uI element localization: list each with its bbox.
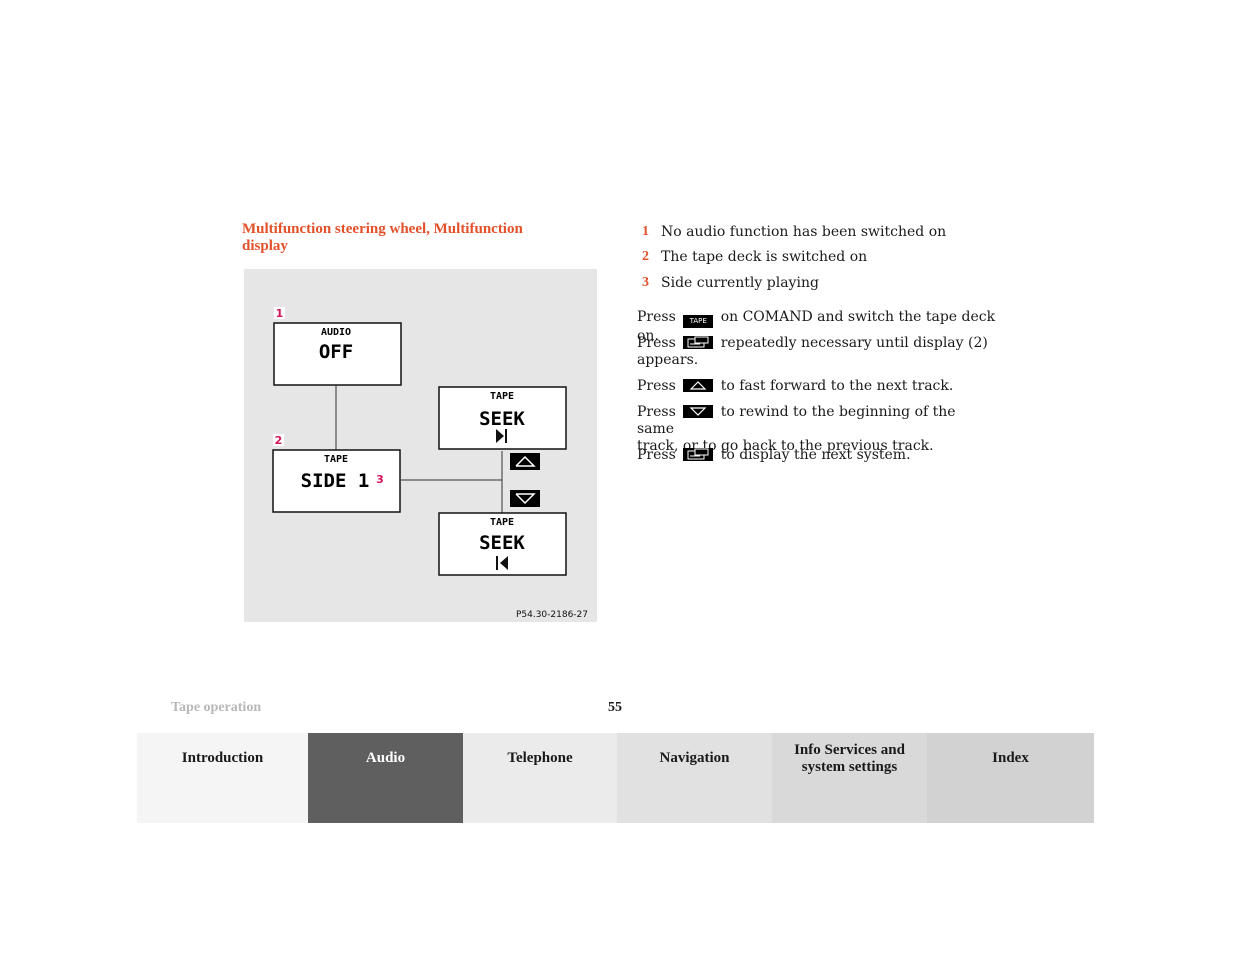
arrow-down-icon <box>515 493 536 505</box>
skip-forward-icon <box>496 429 507 443</box>
arrow-up-key <box>510 453 540 470</box>
display-title: AUDIO <box>321 327 351 338</box>
display-system-key <box>683 336 714 349</box>
instruction-text: repeatedly necessary until display (2) <box>720 335 988 351</box>
legend-number: 2 <box>642 249 649 264</box>
tab-label: Index <box>992 750 1029 766</box>
callout-2: 2 <box>275 434 283 447</box>
display-system-icon <box>687 336 709 348</box>
display-value: SEEK <box>479 408 525 430</box>
legend-text: The tape deck is switched on <box>661 249 868 265</box>
callout-3: 3 <box>376 473 384 486</box>
instruction-text: Press <box>637 378 676 394</box>
display-value: SIDE 1 <box>301 470 370 492</box>
display-tape-side: TAPE SIDE 1 3 <box>272 449 401 513</box>
display-tape-seek-rewind: TAPE SEEK <box>438 512 567 576</box>
figure-ref-code: P54.30-2186-27 <box>516 610 588 620</box>
tab-label: Navigation <box>659 750 730 766</box>
tab-navigation[interactable]: Navigation <box>617 733 772 823</box>
instruction-text: to rewind to the beginning of the same <box>637 404 956 437</box>
display-audio-off: AUDIO OFF <box>273 322 402 386</box>
instruction-text: to fast forward to the next track. <box>720 378 954 394</box>
callout-1: 1 <box>276 307 284 320</box>
instruction-tape: Press TAPE on COMAND and switch the tape… <box>637 309 997 345</box>
legend-text: Side currently playing <box>661 275 819 291</box>
tab-index[interactable]: Index <box>927 733 1094 823</box>
display-title: TAPE <box>490 391 514 402</box>
instruction-text: to display the next system. <box>720 447 911 463</box>
display-value: OFF <box>319 341 353 363</box>
tab-label: Audio <box>365 750 406 766</box>
legend-text: No audio function has been switched on <box>661 224 947 240</box>
section-heading: Multifunction steering wheel, Multifunct… <box>242 221 523 254</box>
tab-label: system settings <box>801 759 898 775</box>
skip-back-icon <box>496 556 508 570</box>
instruction-text: Press <box>637 404 676 420</box>
arrow-up-icon <box>689 381 707 390</box>
callout-1-bg <box>274 307 285 319</box>
instruction-text: Press <box>637 447 676 463</box>
instruction-next-system: Press to display the next system. <box>637 447 997 464</box>
footer-section-title: Tape operation <box>171 700 262 715</box>
display-diagram: 1 AUDIO OFF 2 TAPE SIDE 1 3 TAPE SEEK <box>244 269 597 622</box>
instruction-forward: Press to fast forward to the next track. <box>637 378 997 395</box>
instruction-text: Press <box>637 309 676 325</box>
tab-label: Introduction <box>181 750 264 766</box>
instruction-text: Press <box>637 335 676 351</box>
tab-telephone[interactable]: Telephone <box>463 733 617 823</box>
tab-introduction[interactable]: Introduction <box>137 733 308 823</box>
display-value: SEEK <box>479 532 525 554</box>
display-system-key <box>683 448 714 461</box>
page-number: 55 <box>608 700 622 715</box>
arrow-down-icon <box>689 407 707 416</box>
tab-info-services[interactable]: Info Services and system settings <box>772 733 927 823</box>
display-title: TAPE <box>324 454 348 465</box>
tab-label: Info Services and <box>794 742 905 758</box>
callout-2-bg <box>273 434 284 446</box>
legend-number: 3 <box>642 275 649 290</box>
instruction-text: appears. <box>637 352 699 368</box>
display-title: TAPE <box>490 517 514 528</box>
instruction-display: Press repeatedly necessary until display… <box>637 335 997 369</box>
instruction-text: on COMAND and switch the tape deck on. <box>637 309 996 344</box>
tab-label: Telephone <box>507 750 573 766</box>
tape-key: TAPE <box>683 315 714 328</box>
display-tape-seek-forward: TAPE SEEK <box>438 386 567 450</box>
arrow-down-key <box>510 490 540 507</box>
tab-audio[interactable]: Audio <box>308 733 463 823</box>
instruction-rewind: Press to rewind to the beginning of the … <box>637 404 997 455</box>
legend-number: 1 <box>642 224 649 239</box>
arrow-down-key <box>683 405 714 418</box>
display-system-icon <box>687 448 709 460</box>
arrow-up-key <box>683 379 714 392</box>
arrow-up-icon <box>515 455 536 467</box>
